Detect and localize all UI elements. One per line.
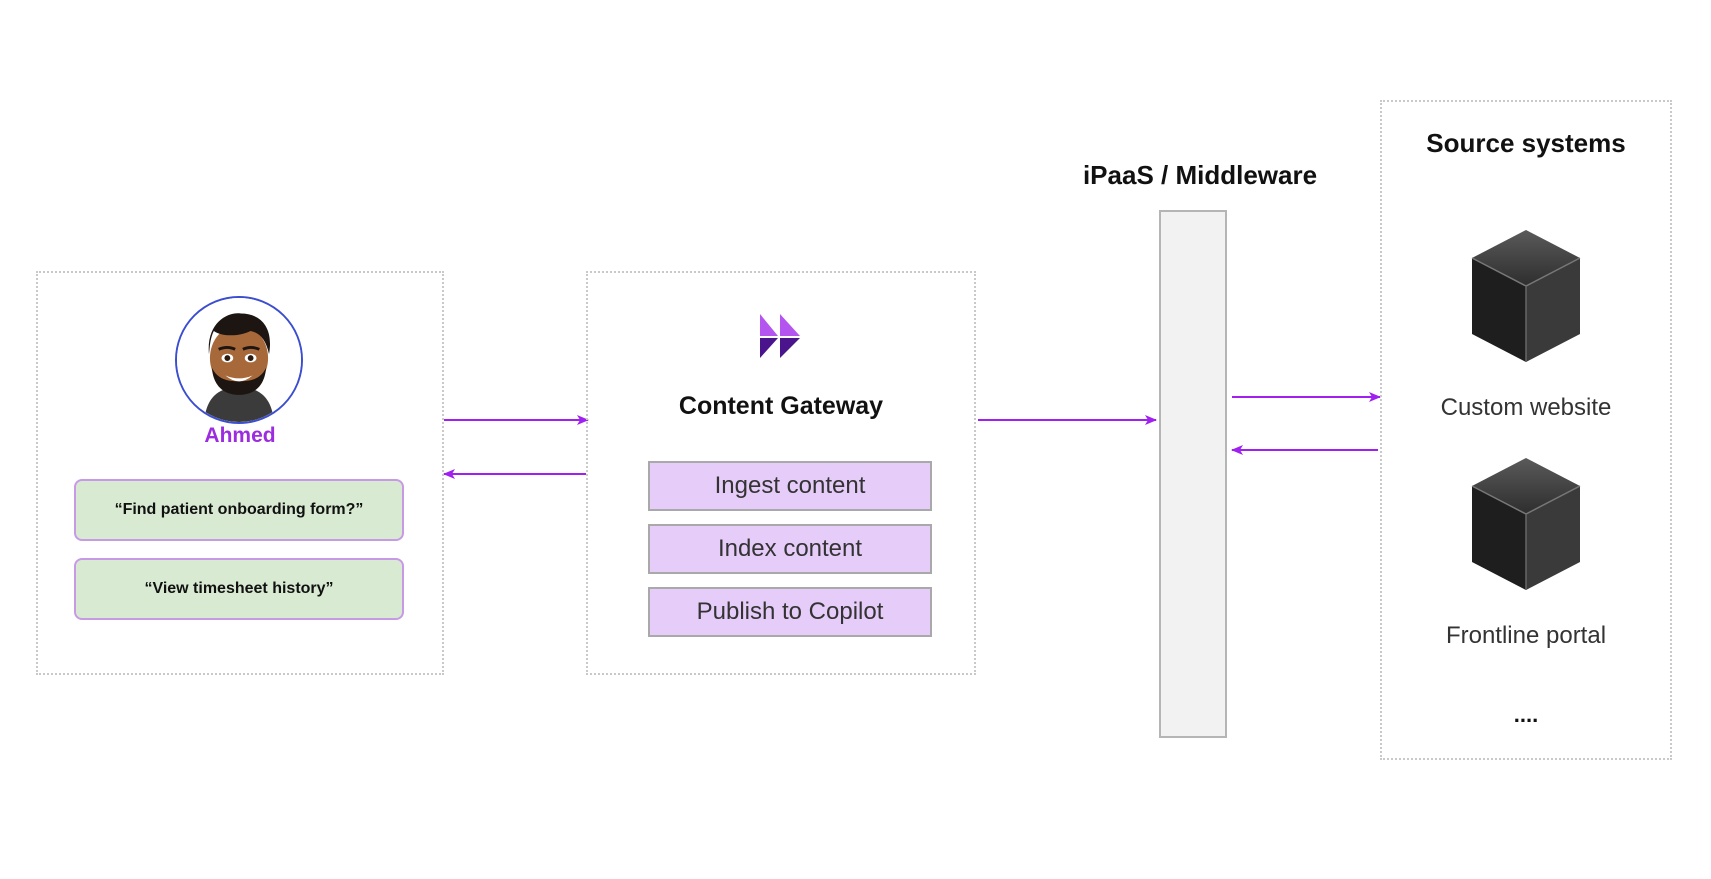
source-systems-panel: [1380, 100, 1672, 760]
query-bubble: “View timesheet history”: [74, 558, 404, 620]
avatar-icon: [177, 298, 301, 422]
user-panel: [36, 271, 444, 675]
user-avatar: [175, 296, 303, 424]
query-bubble: “Find patient onboarding form?”: [74, 479, 404, 541]
content-gateway-title: Content Gateway: [678, 392, 884, 420]
middleware-title: iPaaS / Middleware: [1082, 160, 1318, 190]
step-ingest-content: Ingest content: [648, 461, 932, 511]
step-publish-to-copilot: Publish to Copilot: [648, 587, 932, 637]
source-item-frontline-portal: Frontline portal: [1445, 622, 1607, 649]
user-name: Ahmed: [204, 424, 276, 447]
content-gateway-panel: [586, 271, 976, 675]
source-systems-title: Source systems: [1426, 128, 1626, 158]
source-item-custom-website: Custom website: [1440, 394, 1612, 421]
middleware-bar: [1159, 210, 1227, 738]
cube-icon: [1471, 458, 1581, 590]
source-items-more: ....: [1513, 702, 1539, 727]
step-index-content: Index content: [648, 524, 932, 574]
content-gateway-logo-icon: [760, 314, 800, 358]
cube-icon: [1471, 230, 1581, 362]
